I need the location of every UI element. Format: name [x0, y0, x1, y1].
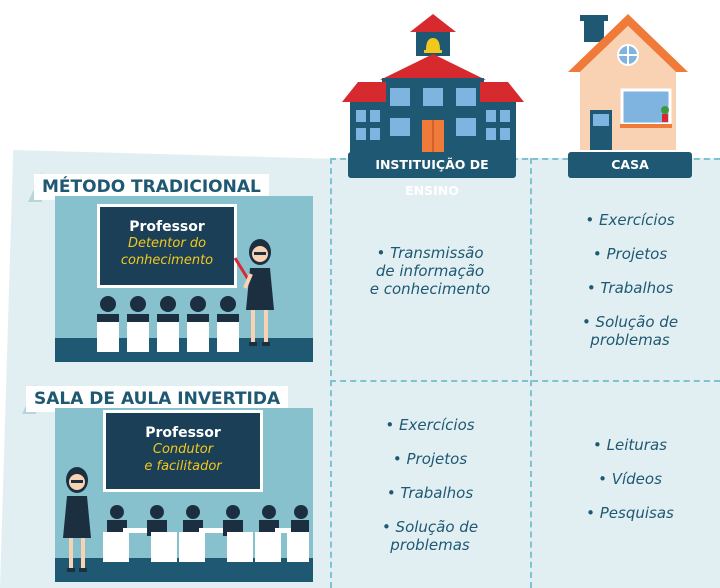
cell-flipped-home: • Leituras • Vídeos • Pesquisas [540, 436, 720, 522]
classroom-scene-flipped: Professor Condutor e facilitador [55, 408, 313, 582]
cell-line: • Projetos [392, 450, 468, 468]
cell-line: • Solução de [581, 313, 679, 331]
row-label-flipped: SALA DE AULA INVERTIDA [26, 386, 289, 412]
student-icon [187, 296, 209, 352]
student-icon [97, 296, 119, 352]
grid-line-middle [530, 158, 532, 588]
board-subtitle-line2: conhecimento [120, 253, 214, 268]
cell-line: • Pesquisas [586, 504, 674, 522]
cell-line: • Exercícios [385, 416, 475, 434]
teacher-icon [233, 239, 274, 346]
cell-line: • Trabalhos [586, 279, 674, 297]
cell-traditional-school: • Transmissão de informação e conhecimen… [340, 244, 520, 298]
cell-line: • Trabalhos [386, 484, 474, 502]
student-icon [217, 296, 239, 352]
student-icon [223, 505, 253, 562]
student-icon [103, 505, 129, 562]
cell-line: de informação [375, 262, 485, 280]
student-icon [255, 505, 281, 562]
teacher-icon [63, 467, 91, 572]
board-subtitle-line2: e facilitador [144, 459, 222, 474]
board-title: Professor [129, 219, 205, 235]
cell-line: • Solução de [381, 518, 479, 536]
grid-background [330, 158, 720, 588]
grid-line-left [330, 158, 332, 588]
cell-line: problemas [390, 536, 470, 554]
row-label-traditional: MÉTODO TRADICIONAL [34, 174, 269, 200]
students-group [103, 505, 309, 562]
table [199, 528, 235, 533]
cell-line: problemas [590, 331, 670, 349]
column-header-school: INSTITUIÇÃO DE ENSINO [348, 152, 516, 198]
board-subtitle-line1: Detentor do [127, 236, 207, 251]
cell-flipped-school: • Exercícios • Projetos • Trabalhos • So… [340, 416, 520, 554]
cell-line: • Transmissão [376, 244, 484, 262]
grid-line-top [330, 158, 720, 160]
bell-icon [426, 38, 440, 50]
board-subtitle-line1: Condutor [152, 442, 214, 457]
column-header-home: CASA [568, 152, 692, 178]
cell-line: • Leituras [593, 436, 667, 454]
classroom-scene-traditional: Professor Detentor do conhecimento [55, 196, 313, 362]
students-group [97, 296, 239, 352]
student-icon [127, 296, 149, 352]
table [123, 528, 159, 533]
cell-line: e conhecimento [369, 280, 491, 298]
grid-line-row-divider [330, 380, 720, 382]
student-icon [157, 296, 179, 352]
blackboard: Professor Condutor e facilitador [103, 410, 263, 492]
student-icon [179, 505, 205, 562]
student-icon [147, 505, 177, 562]
cell-line: • Vídeos [598, 470, 662, 488]
cell-traditional-home: • Exercícios • Projetos • Trabalhos • So… [540, 211, 720, 349]
cell-line: • Projetos [592, 245, 668, 263]
blackboard: Professor Detentor do conhecimento [97, 204, 237, 288]
student-icon [287, 505, 309, 562]
school-building-icon [342, 14, 524, 156]
cell-line: • Exercícios [585, 211, 675, 229]
house-icon [568, 14, 688, 150]
board-title: Professor [145, 425, 221, 441]
